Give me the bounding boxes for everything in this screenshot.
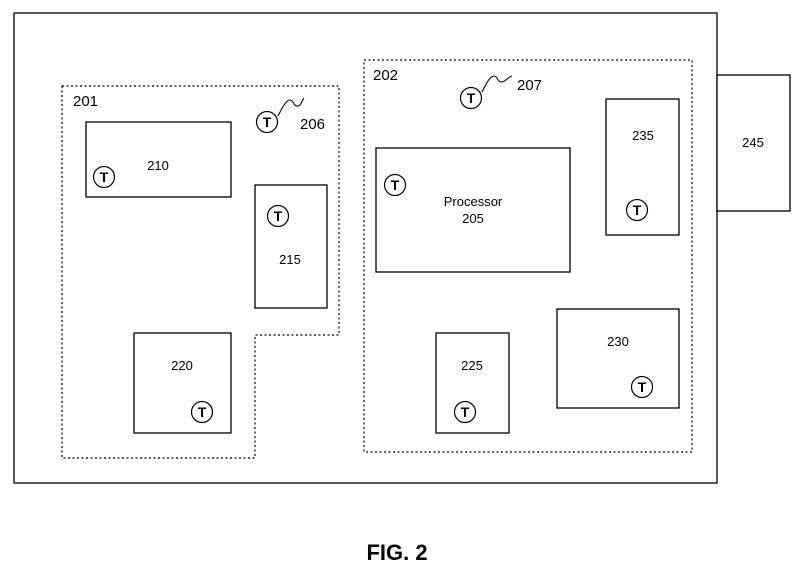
- temp-sensor-230: T: [630, 375, 654, 399]
- label-235: 235: [632, 128, 654, 143]
- sensor-letter: T: [263, 114, 272, 130]
- component-235: [605, 98, 680, 236]
- label-225: 225: [461, 358, 483, 373]
- outer-board: [13, 12, 718, 484]
- label-207: 207: [517, 77, 542, 94]
- label-202: 202: [373, 67, 398, 84]
- sensor-letter: T: [391, 177, 400, 193]
- label-220: 220: [171, 358, 193, 373]
- label-210: 210: [147, 158, 169, 173]
- label-206: 206: [300, 116, 325, 133]
- sensor-letter: T: [100, 169, 109, 185]
- figure-caption: FIG. 2: [366, 540, 428, 565]
- sensor-letter: T: [198, 404, 207, 420]
- label-230: 230: [607, 334, 629, 349]
- external-block-245: [716, 74, 791, 212]
- component-215: [254, 184, 328, 309]
- temp-sensor-205: T: [383, 173, 407, 197]
- sensor-letter: T: [467, 90, 476, 106]
- leader-206: [277, 97, 305, 117]
- temp-sensor-206: T: [255, 110, 279, 134]
- temp-sensor-235: T: [625, 198, 649, 222]
- processor-205: [375, 147, 571, 273]
- temp-sensor-210: T: [92, 165, 116, 189]
- component-230: [556, 308, 680, 409]
- sensor-letter: T: [633, 202, 642, 218]
- label-215: 215: [279, 252, 301, 267]
- label-245: 245: [742, 135, 764, 150]
- temp-sensor-207: T: [459, 86, 483, 110]
- processor-number: 205: [462, 211, 484, 226]
- region-202-outline: [363, 59, 693, 453]
- processor-name: Processor: [444, 194, 503, 209]
- temp-sensor-220: T: [190, 400, 214, 424]
- temp-sensor-225: T: [453, 400, 477, 424]
- component-220: [133, 332, 232, 434]
- label-201: 201: [73, 93, 98, 110]
- sensor-letter: T: [274, 208, 283, 224]
- temp-sensor-215: T: [266, 204, 290, 228]
- sensor-letter: T: [461, 404, 470, 420]
- sensor-letter: T: [638, 379, 647, 395]
- leader-207: [481, 75, 513, 93]
